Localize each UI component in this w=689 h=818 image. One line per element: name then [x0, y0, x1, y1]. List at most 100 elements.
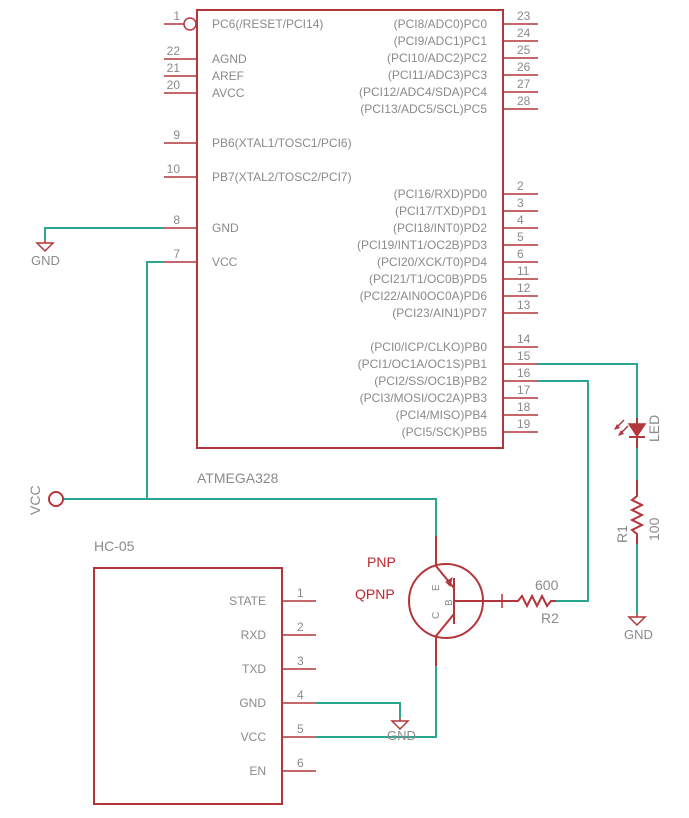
pin-label: (PCI19/INT1/OC2B)PD3	[357, 238, 487, 252]
pin-number: 22	[167, 44, 181, 58]
mcu-pin-27: 27 (PCI12/ADC4/SDA)PC4	[359, 77, 538, 99]
led-triangle	[627, 423, 647, 438]
pin-number: 17	[517, 383, 531, 397]
pin-label: (PCI0/ICP/CLKO)PB0	[370, 340, 487, 354]
mcu-pin-19: 19(PCI5/SCK)PB5	[402, 417, 538, 439]
pin-number: 18	[517, 400, 531, 414]
pin-number: 21	[167, 61, 181, 75]
wire-mcu-gnd	[44, 227, 164, 240]
gnd-symbol-led: GND	[624, 614, 653, 642]
pin-number: 3	[517, 196, 524, 210]
wire-pb2-r2	[538, 380, 589, 602]
pin-number: 6	[297, 756, 304, 770]
transistor-collector	[435, 613, 455, 637]
vcc-terminal	[48, 491, 64, 507]
mcu-pin-26: 26(PCI11/ADC3)PC3	[388, 60, 538, 82]
atmega328-body	[196, 9, 504, 449]
gnd-symbol-mcu: GND	[31, 240, 60, 268]
pin-label: (PCI16/RXD)PD0	[394, 187, 488, 201]
pin-label: (PCI9/ADC1)PC1	[394, 34, 488, 48]
pin-number: 8	[173, 213, 180, 227]
gnd-symbol-hc05: GND	[387, 718, 416, 743]
mcu-pin-14: 14 (PCI0/ICP/CLKO)PB0	[370, 332, 538, 354]
hc05-pin-6: 6EN	[249, 756, 316, 778]
pin-number: 4	[517, 213, 524, 227]
pin-label: (PCI12/ADC4/SDA)PC4	[359, 85, 487, 99]
gnd-label: GND	[624, 627, 653, 642]
atmega328: 1PC6(/RESET/PCI14)22AGND21AREF20AVCC9PB6…	[164, 9, 538, 486]
mcu-pin-24: 24 (PCI9/ADC1)PC1	[394, 26, 538, 48]
pin-number: 12	[517, 281, 531, 295]
r2-name: R2	[541, 610, 559, 626]
pin-number: 24	[517, 26, 531, 40]
mcu-pin-23: 23 (PCI8/ADC0)PC0	[394, 9, 538, 31]
pin-number: 14	[517, 332, 531, 346]
mcu-pin-17: 17 (PCI3/MOSI/OC2A)PB3	[360, 383, 538, 405]
led: LED	[614, 415, 662, 448]
pin-label: VCC	[212, 255, 238, 269]
pin-number: 11	[517, 264, 530, 278]
transistor-pin-b: B	[444, 599, 455, 606]
vcc-supply: VCC	[27, 485, 64, 515]
pin-number: 26	[517, 60, 531, 74]
pin-label: (PCI10/ADC2)PC2	[387, 51, 487, 65]
pin-number: 9	[173, 128, 180, 142]
transistor-emitter-arrow	[445, 576, 453, 587]
pin-number: 16	[517, 366, 531, 380]
mcu-pin-13: 13(PCI23/AIN1)PD7	[392, 298, 538, 320]
hc05-body	[93, 567, 283, 805]
hc05-name: HC-05	[94, 538, 135, 554]
pin-label: RXD	[241, 628, 267, 642]
mcu-pin-6: 6(PCI20/XCK/T0)PD4	[377, 247, 538, 269]
wire-hc05-vcc-collector	[316, 666, 437, 738]
mcu-pin-5: 5 (PCI19/INT1/OC2B)PD3	[357, 230, 538, 252]
transistor-name: QPNP	[355, 586, 395, 602]
pin-number: 5	[297, 722, 304, 736]
r2-zigzag	[502, 593, 556, 609]
r2-value: 600	[535, 577, 559, 593]
pin-number: 15	[517, 349, 531, 363]
mcu-pin-25: 25(PCI10/ADC2)PC2	[387, 43, 538, 65]
mcu-pin-28: 28(PCI13/ADC5/SCL)PC5	[360, 94, 538, 116]
pin-label: (PCI8/ADC0)PC0	[394, 17, 488, 31]
pin-number: 19	[517, 417, 531, 431]
pin-label: PC6(/RESET/PCI14)	[212, 17, 323, 31]
pin-label: (PCI3/MOSI/OC2A)PB3	[360, 391, 488, 405]
pin-number: 7	[173, 247, 180, 261]
pin-number: 23	[517, 9, 531, 23]
transistor-value: PNP	[367, 554, 396, 570]
vcc-label: VCC	[27, 485, 43, 515]
mcu-pin-2: 2(PCI16/RXD)PD0	[394, 179, 538, 201]
pin-label: (PCI2/SS/OC1B)PB2	[374, 374, 487, 388]
mcu-pin-16: 16 (PCI2/SS/OC1B)PB2	[374, 366, 538, 388]
pin-label: (PCI1/OC1A/OC1S)PB1	[358, 357, 488, 371]
pin-label: (PCI18/INT0)PD2	[393, 221, 487, 235]
pin-label: AGND	[212, 52, 247, 66]
pin-number: 20	[167, 78, 181, 92]
pin-number: 27	[517, 77, 531, 91]
pin-label: (PCI22/AIN0OC0A)PD6	[360, 289, 488, 303]
pin-label: (PCI17/TXD)PD1	[395, 204, 487, 218]
pin-number: 4	[297, 688, 304, 702]
pin-number: 1	[173, 9, 180, 23]
mcu-pin-11: 11(PCI21/T1/OC0B)PD5	[369, 264, 538, 286]
wire-hc05-gnd	[316, 702, 401, 718]
pin-label: VCC	[241, 730, 267, 744]
led-label: LED	[646, 415, 662, 442]
wires	[44, 227, 638, 738]
pin-number: 5	[517, 230, 524, 244]
resistor-r2: 600 R2	[501, 577, 559, 626]
pin-label: GND	[212, 221, 239, 235]
pin-label: AVCC	[212, 86, 245, 100]
